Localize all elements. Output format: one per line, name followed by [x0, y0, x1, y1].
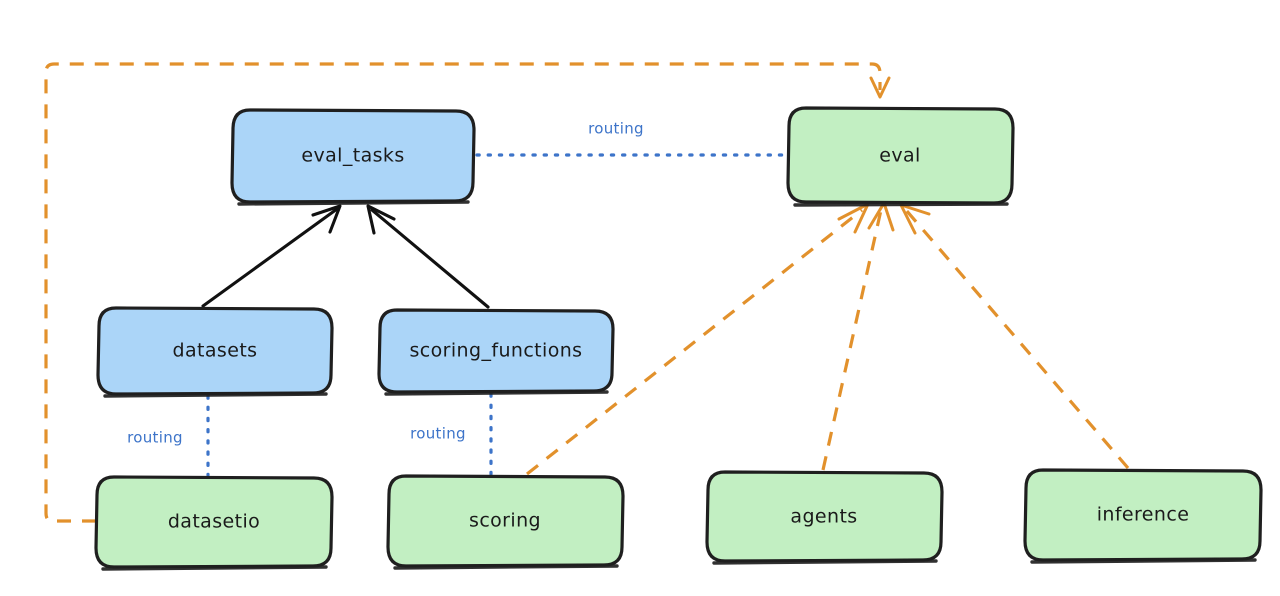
node-datasetio-label: datasetio: [168, 511, 260, 533]
node-eval_tasks-label: eval_tasks: [301, 145, 404, 167]
node-datasetio[interactable]: datasetio: [94, 475, 334, 571]
node-eval_tasks[interactable]: eval_tasks: [230, 108, 476, 206]
node-datasets-label: datasets: [173, 340, 258, 362]
node-scoring-label: scoring: [469, 510, 541, 532]
edge-scoring_functions-eval_tasks: [366, 204, 490, 309]
edge-label-scoring_functions-scoring: routing: [410, 425, 466, 443]
node-datasets[interactable]: datasets: [96, 306, 334, 398]
edge-label-datasets-datasetio: routing: [127, 429, 183, 447]
edge-datasets-eval_tasks: [201, 204, 342, 308]
node-scoring[interactable]: scoring: [386, 474, 625, 570]
edge-datasetio-eval: [44, 62, 891, 523]
node-agents-label: agents: [790, 506, 857, 528]
edge-label-eval_tasks-eval: routing: [588, 120, 644, 138]
node-scoring_functions[interactable]: scoring_functions: [377, 308, 615, 396]
node-agents[interactable]: agents: [705, 470, 944, 565]
node-eval[interactable]: eval: [786, 106, 1015, 207]
node-inference-label: inference: [1097, 504, 1190, 526]
node-eval-label: eval: [879, 145, 920, 167]
node-inference[interactable]: inference: [1023, 468, 1263, 564]
node-scoring_functions-label: scoring_functions: [410, 340, 583, 362]
